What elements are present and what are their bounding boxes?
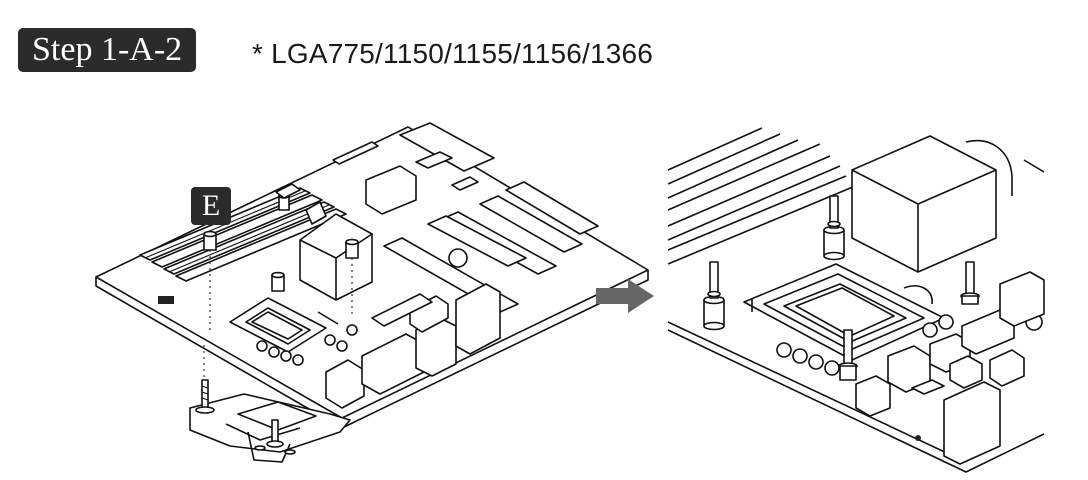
rear-io-ports xyxy=(325,283,501,409)
bios-chip xyxy=(365,165,417,215)
motherboard-overview xyxy=(95,122,649,463)
cpu-socket-overview xyxy=(229,297,339,353)
closeup-cpu-socket xyxy=(743,263,945,361)
closeup-components xyxy=(855,271,1045,465)
socket-closeup xyxy=(667,127,1045,473)
closeup-slots xyxy=(667,127,861,265)
chipset-heatsink xyxy=(299,213,373,301)
next-step-arrow xyxy=(596,279,654,313)
socket-compatibility-note: * LGA775/1150/1155/1156/1366 xyxy=(252,38,654,69)
closeup-standoffs xyxy=(703,195,980,381)
cmos-battery xyxy=(448,248,468,268)
closeup-heatsink xyxy=(851,135,997,273)
closeup-cable xyxy=(965,139,1013,196)
backplate-assembly xyxy=(189,379,351,463)
step-label: Step 1-A-2 xyxy=(18,28,197,72)
capacitors xyxy=(256,324,358,366)
closeup-capacitors xyxy=(776,313,1043,376)
board-standoffs xyxy=(203,193,359,292)
part-label-e: E xyxy=(191,187,231,225)
top-connectors xyxy=(332,122,495,191)
